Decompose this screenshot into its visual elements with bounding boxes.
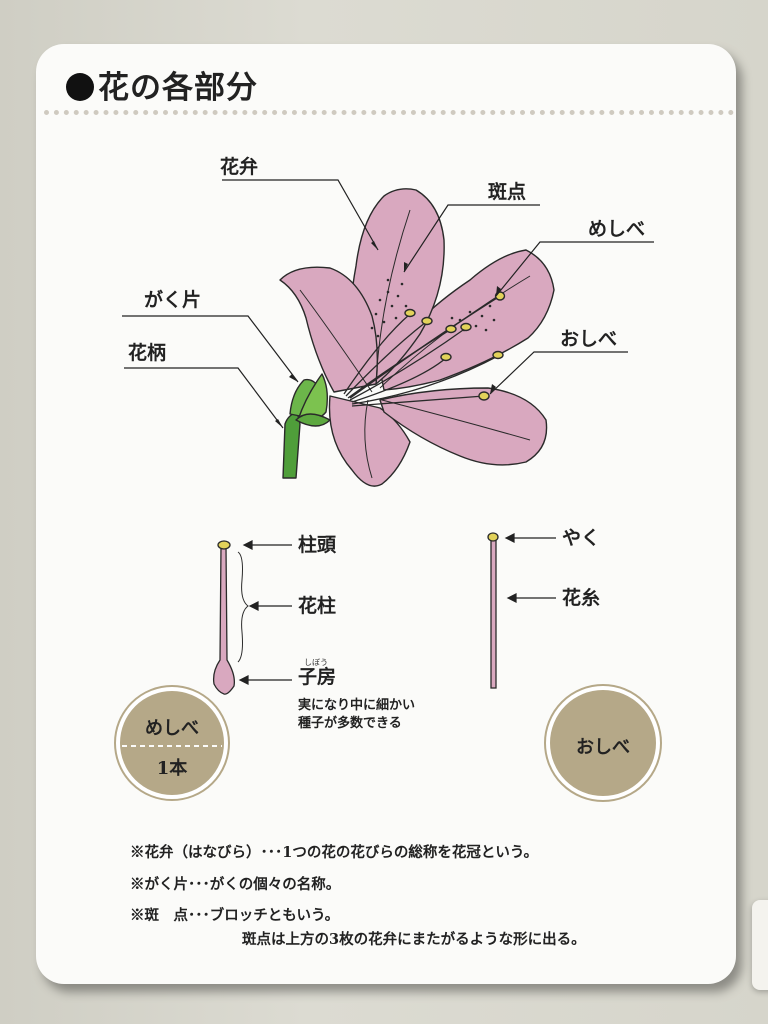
ovary-note-line2: 種子が多数できる <box>298 716 402 731</box>
badge-stamen-name: おしべ <box>576 737 630 758</box>
spots <box>370 278 496 338</box>
panel-title: 花の各部分 <box>66 62 258 107</box>
label-petal: 花弁 <box>220 156 259 178</box>
leader-lines <box>122 179 654 429</box>
panel-title-text: 花の各部分 <box>98 70 258 106</box>
label-sepal: がく片 <box>144 289 202 311</box>
ovary-note-line1: 実になり中に細かい <box>298 698 416 713</box>
petal-upper-right <box>379 249 555 391</box>
label-anther: やく <box>562 527 601 549</box>
stamen-detail <box>487 532 499 689</box>
stamens-filaments <box>343 295 501 407</box>
stamen-filament <box>490 539 497 689</box>
stamen-arrows <box>504 533 556 603</box>
sepal-3 <box>295 413 331 427</box>
leader-sepal <box>122 315 299 383</box>
leader-peduncle <box>124 367 284 429</box>
pistil-stigma <box>217 540 231 550</box>
stem <box>282 411 301 479</box>
label-stamen: おしべ <box>560 328 618 350</box>
note-spots: ※斑 点･･･ブロッチともいう。 <box>130 907 340 924</box>
label-ovary: 子房 <box>298 666 337 688</box>
leader-petal <box>222 179 379 251</box>
badge-stamen-shape <box>544 684 662 802</box>
ruby-ovary: しぼう <box>304 658 328 667</box>
label-peduncle: 花柄 <box>128 342 167 364</box>
style-brace <box>237 551 249 663</box>
pistil-arrows <box>238 540 292 685</box>
note-sepal: ※がく片･･･がくの個々の名称。 <box>130 876 341 893</box>
leader-spots <box>403 204 540 273</box>
note-spots-detail: 斑点は上方の3枚の花弁にまたがるような形に出る。 <box>242 931 586 948</box>
petal-lower <box>328 395 411 487</box>
stamen-anther <box>487 532 499 542</box>
anthers <box>404 291 506 401</box>
label-spots: 斑点 <box>488 181 527 203</box>
label-pistil: めしべ <box>588 218 646 240</box>
label-stigma: 柱頭 <box>298 534 337 556</box>
dotted-divider <box>44 110 734 115</box>
note-petal: ※花弁（はなびら）･･･1つの花の花びらの総称を花冠という。 <box>130 844 538 861</box>
bullet-icon <box>66 73 94 101</box>
pistil-detail <box>212 540 249 695</box>
badge-pistil-shape <box>114 685 230 801</box>
badge-pistil-count: 1本 <box>156 758 188 779</box>
leader-arrowheads <box>275 241 501 428</box>
leader-pistil <box>495 241 654 297</box>
leader-stamen <box>489 351 628 395</box>
petal-lower-right <box>379 387 548 466</box>
label-filament: 花糸 <box>562 587 601 609</box>
label-style: 花柱 <box>298 595 337 617</box>
flower-illustration <box>279 188 555 487</box>
badge-pistil-name: めしべ <box>145 718 199 739</box>
pistil-style-shape <box>212 545 235 695</box>
adjacent-panel-edge <box>752 900 768 990</box>
